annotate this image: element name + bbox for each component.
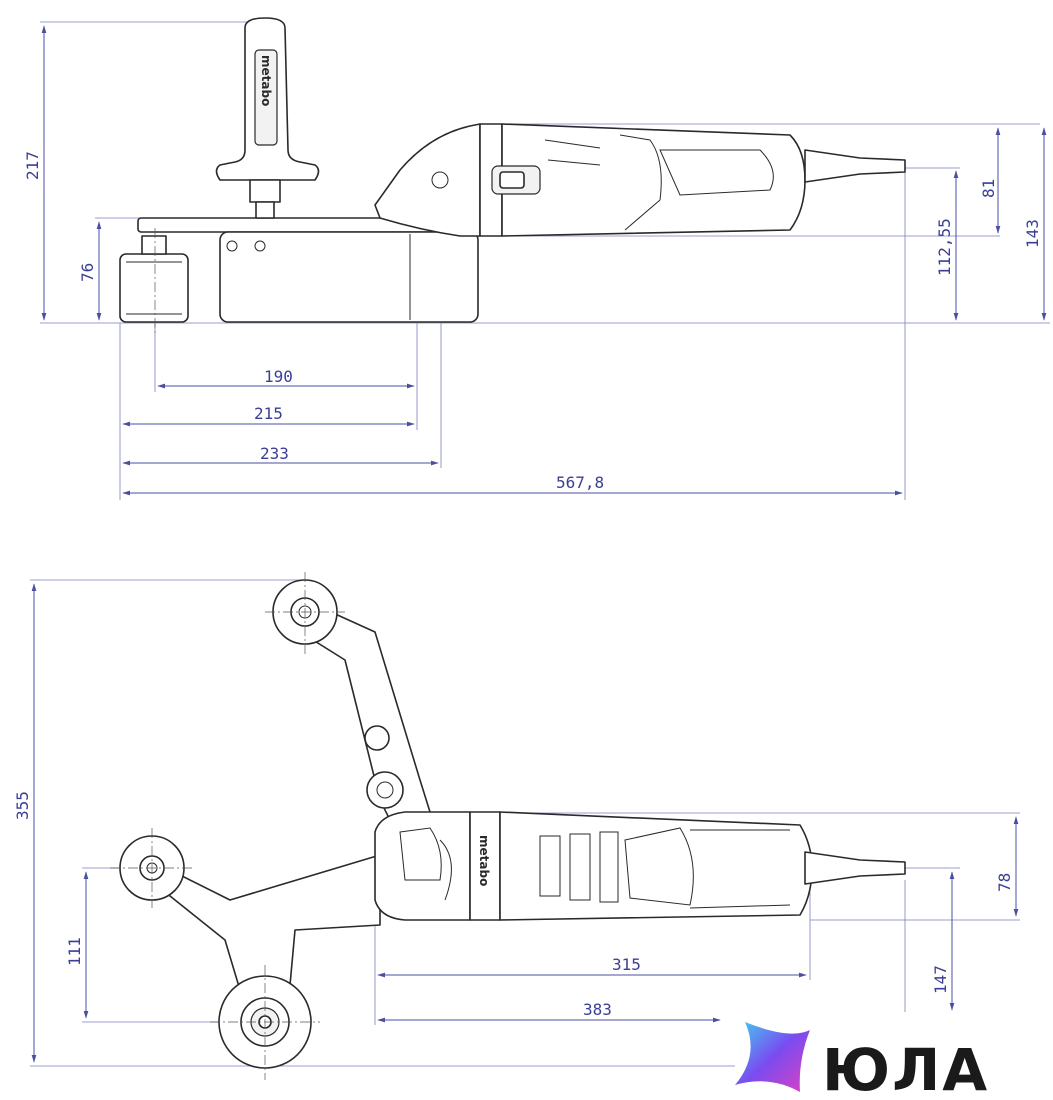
youla-logo-text: ЮЛА — [822, 1036, 989, 1100]
dim-567-8: 567,8 — [556, 473, 604, 492]
bottom-view: metabo 355 111 78 315 383 147 — [13, 572, 1020, 1080]
dim-78: 78 — [995, 873, 1014, 892]
top-grinder-body — [374, 123, 906, 237]
lower-roller-frame — [110, 828, 381, 1080]
dim-215: 215 — [254, 404, 283, 423]
dim-143: 143 — [1023, 219, 1042, 248]
top-dimension-labels: 217 76 190 215 233 567,8 81 112,55 143 — [23, 151, 1042, 492]
handle-brand-label: metabo — [259, 55, 273, 106]
top-dimension-lines — [41, 25, 1047, 496]
dim-217: 217 — [23, 151, 42, 180]
bottom-dimension-labels: 355 111 78 315 383 147 — [13, 791, 1014, 1019]
top-belt-arm — [119, 217, 479, 335]
top-view: metabo — [23, 17, 1050, 500]
youla-watermark: ЮЛА — [735, 1012, 1053, 1100]
dim-111: 111 — [65, 937, 84, 966]
upper-roller-arm — [265, 572, 431, 831]
dim-147: 147 — [931, 965, 950, 994]
top-extension-lines — [40, 21, 1050, 500]
dim-112-55: 112,55 — [935, 218, 954, 276]
dim-76: 76 — [78, 263, 97, 282]
dim-233: 233 — [260, 444, 289, 463]
bottom-dimension-lines — [31, 583, 1019, 1063]
dim-315: 315 — [612, 955, 641, 974]
youla-logo-icon — [735, 1022, 810, 1092]
dim-190: 190 — [264, 367, 293, 386]
dim-383: 383 — [583, 1000, 612, 1019]
dim-355: 355 — [13, 791, 32, 820]
side-handle: metabo — [215, 17, 320, 219]
bottom-grinder-body: metabo — [374, 811, 906, 921]
body-brand-label: metabo — [477, 835, 491, 886]
dim-81: 81 — [979, 179, 998, 198]
